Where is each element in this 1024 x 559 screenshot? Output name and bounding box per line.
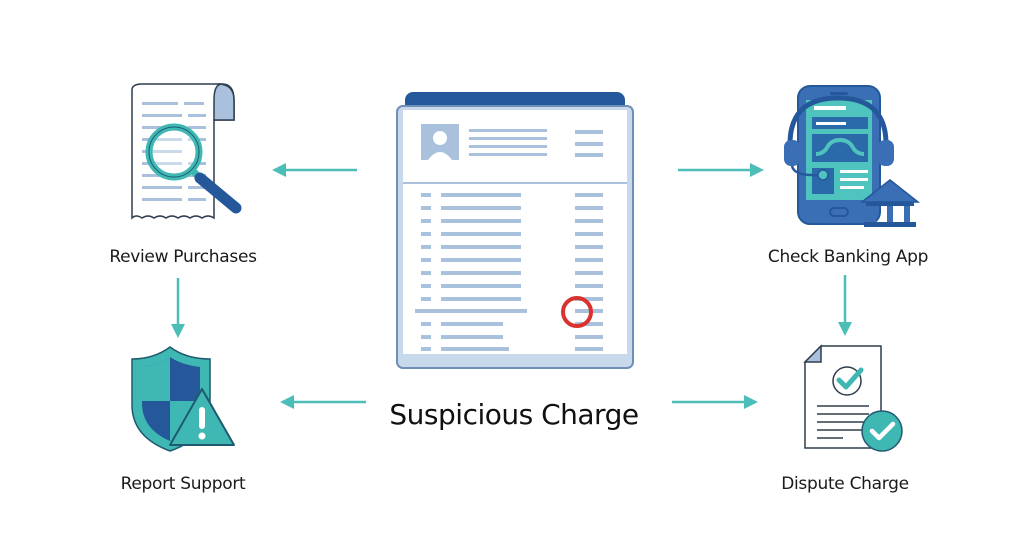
red-circle-highlight-icon bbox=[561, 296, 593, 328]
document-check-icon bbox=[803, 344, 913, 459]
statement-document-icon bbox=[395, 90, 635, 370]
node-label-banking: Check Banking App bbox=[767, 247, 929, 267]
arrow-to-dispute bbox=[672, 395, 758, 409]
receipt-magnifier-icon bbox=[118, 80, 248, 230]
shield-warning-icon bbox=[130, 345, 240, 455]
arrow-to-report bbox=[280, 395, 366, 409]
mobile-banking-icon bbox=[780, 84, 920, 229]
arrow-to-banking bbox=[678, 163, 764, 177]
node-label-dispute: Dispute Charge bbox=[781, 474, 909, 494]
arrow-to-review bbox=[272, 163, 357, 177]
node-label-review: Review Purchases bbox=[109, 247, 257, 267]
center-title: Suspicious Charge bbox=[389, 398, 639, 431]
arrow-review-to-report bbox=[171, 278, 185, 338]
arrow-banking-to-dispute bbox=[838, 275, 852, 336]
node-label-report: Report Support bbox=[120, 474, 246, 494]
